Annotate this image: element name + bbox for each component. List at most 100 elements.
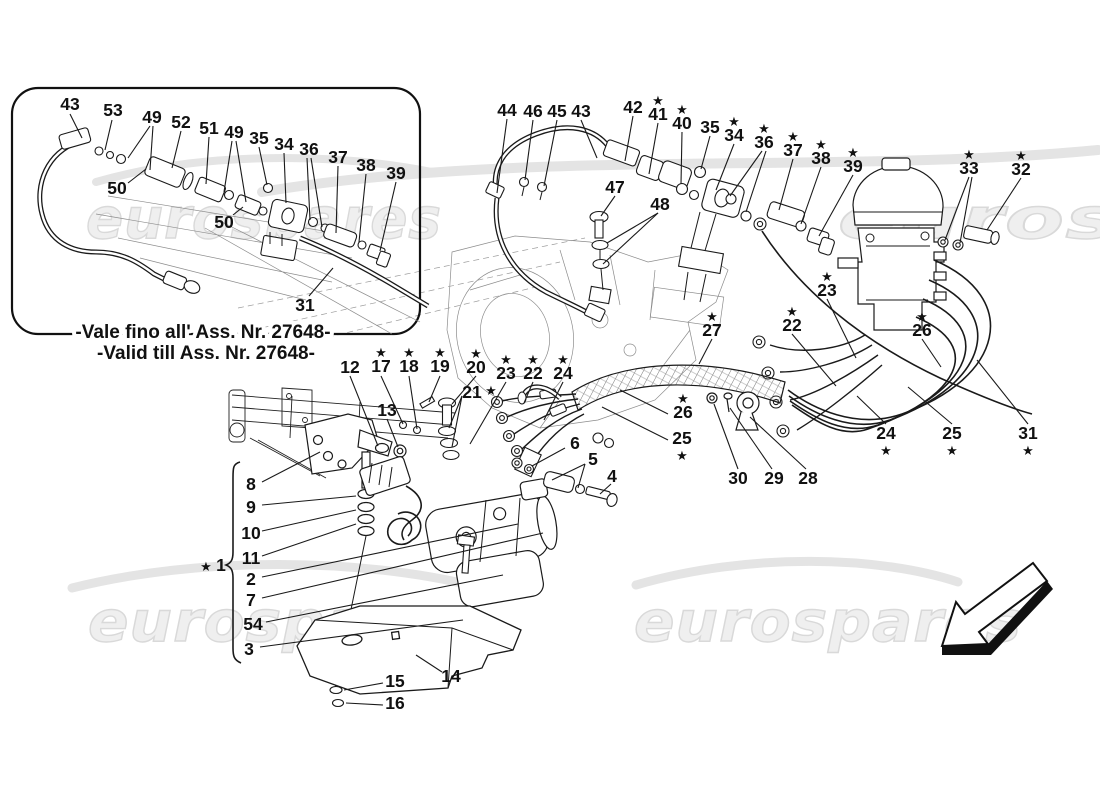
part-number-label: 46 <box>523 101 543 121</box>
part-number-label: 41 <box>648 104 668 124</box>
part-number-label: 6 <box>570 433 580 453</box>
star-marker: ★ <box>676 449 688 464</box>
main-hose-drawing <box>485 125 835 323</box>
part-number-label: 25 <box>672 428 692 448</box>
part-number-label: 23 <box>817 280 837 300</box>
part-number-label: 13 <box>377 400 397 420</box>
part-number-label: 24 <box>553 363 573 383</box>
part-number-label: 42 <box>623 97 643 117</box>
part-number-label: 26 <box>912 320 932 340</box>
part-number-label: 48 <box>650 194 670 214</box>
star-marker: ★ <box>434 346 446 361</box>
part-number-label: 39 <box>386 163 406 183</box>
small-fasteners-drawing <box>398 396 460 461</box>
part-number-label: 34 <box>274 134 294 154</box>
part-number-label: 34 <box>724 125 744 145</box>
part-number-label: 10 <box>241 523 261 543</box>
part-number-label: 36 <box>754 132 774 152</box>
star-marker: ★ <box>706 310 718 325</box>
inset-variant-box <box>10 86 422 336</box>
star-marker: ★ <box>758 122 770 137</box>
part-number-label: 54 <box>243 614 263 634</box>
part-number-label: 19 <box>430 356 450 376</box>
star-marker: ★ <box>652 94 664 109</box>
part-number-label: 50 <box>107 178 127 198</box>
watermark-swoosh <box>67 560 479 593</box>
star-marker: ★ <box>200 560 212 575</box>
part-number-label: 7 <box>246 590 256 610</box>
part-number-label: 50 <box>214 212 234 232</box>
part-number-label: 18 <box>399 356 419 376</box>
part-number-label: 1 <box>216 555 226 575</box>
heat-shield-drawing <box>296 605 522 708</box>
part-number-label: 38 <box>811 148 831 168</box>
star-marker: ★ <box>677 392 689 407</box>
part-number-label: 45 <box>547 101 567 121</box>
star-marker: ★ <box>1022 444 1034 459</box>
star-marker: ★ <box>916 310 928 325</box>
watermark-swoosh <box>92 154 436 186</box>
gearbox-outline-drawing <box>237 235 729 429</box>
part-number-label: 31 <box>1018 423 1038 443</box>
fluid-reservoir-drawing <box>837 157 1000 331</box>
part-number-label: 33 <box>959 158 979 178</box>
star-marker: ★ <box>786 305 798 320</box>
inset-caption-line2: -Valid till Ass. Nr. 27648- <box>97 343 315 364</box>
part-number-label: 14 <box>441 666 461 686</box>
part-number-label: 4 <box>607 466 617 486</box>
star-marker: ★ <box>728 115 740 130</box>
star-marker: ★ <box>847 146 859 161</box>
watermark-swoosh <box>257 145 1100 197</box>
star-marker: ★ <box>470 347 482 362</box>
part-number-label: 52 <box>171 112 191 132</box>
part-number-label: 32 <box>1011 159 1031 179</box>
star-marker: ★ <box>946 444 958 459</box>
star-marker: ★ <box>787 130 799 145</box>
star-marker: ★ <box>1015 149 1027 164</box>
part-number-label: 12 <box>340 357 360 377</box>
part-number-label: 53 <box>103 100 123 120</box>
part-number-label: 8 <box>246 474 256 494</box>
brace-group-1 <box>223 461 242 664</box>
star-marker: ★ <box>485 384 497 399</box>
part-number-label: 38 <box>356 155 376 175</box>
part-number-label: 43 <box>60 94 80 114</box>
part-number-label: 43 <box>571 101 591 121</box>
part-number-label: 37 <box>783 140 802 160</box>
part-number-label: 25 <box>942 423 962 443</box>
part-number-label: 24 <box>876 423 896 443</box>
star-marker: ★ <box>963 148 975 163</box>
hydraulic-actuator-drawing <box>359 432 618 608</box>
part-number-label: 3 <box>244 639 254 659</box>
mounting-bracket-drawing <box>304 413 407 689</box>
part-number-label: 20 <box>466 357 486 377</box>
part-number-label: 27 <box>702 320 721 340</box>
star-marker: ★ <box>821 270 833 285</box>
inset-hose-drawing <box>37 127 430 335</box>
inset-caption-line1: -Vale fino all' Ass. Nr. 27648- <box>75 322 330 343</box>
part-number-label: 11 <box>242 548 261 568</box>
part-number-label: 49 <box>224 122 244 142</box>
part-number-label: 47 <box>605 177 624 197</box>
leader-lines <box>69 113 1029 706</box>
part-number-label: 44 <box>497 100 517 120</box>
part-number-label: 35 <box>249 128 269 148</box>
star-marker: ★ <box>500 353 512 368</box>
chassis-frame-drawing <box>228 387 456 479</box>
star-marker: ★ <box>557 353 569 368</box>
part-number-label: 37 <box>328 147 347 167</box>
part-number-label: 21 <box>462 382 482 402</box>
star-marker: ★ <box>676 103 688 118</box>
part-number-label: 22 <box>523 363 543 383</box>
part-number-label: 39 <box>843 156 863 176</box>
part-number-label: 31 <box>295 295 315 315</box>
clamp-parts-drawing <box>706 391 760 431</box>
star-marker: ★ <box>815 138 827 153</box>
part-number-label: 17 <box>371 356 390 376</box>
part-number-label: 22 <box>782 315 802 335</box>
star-marker: ★ <box>403 346 415 361</box>
part-number-label: 30 <box>728 468 748 488</box>
